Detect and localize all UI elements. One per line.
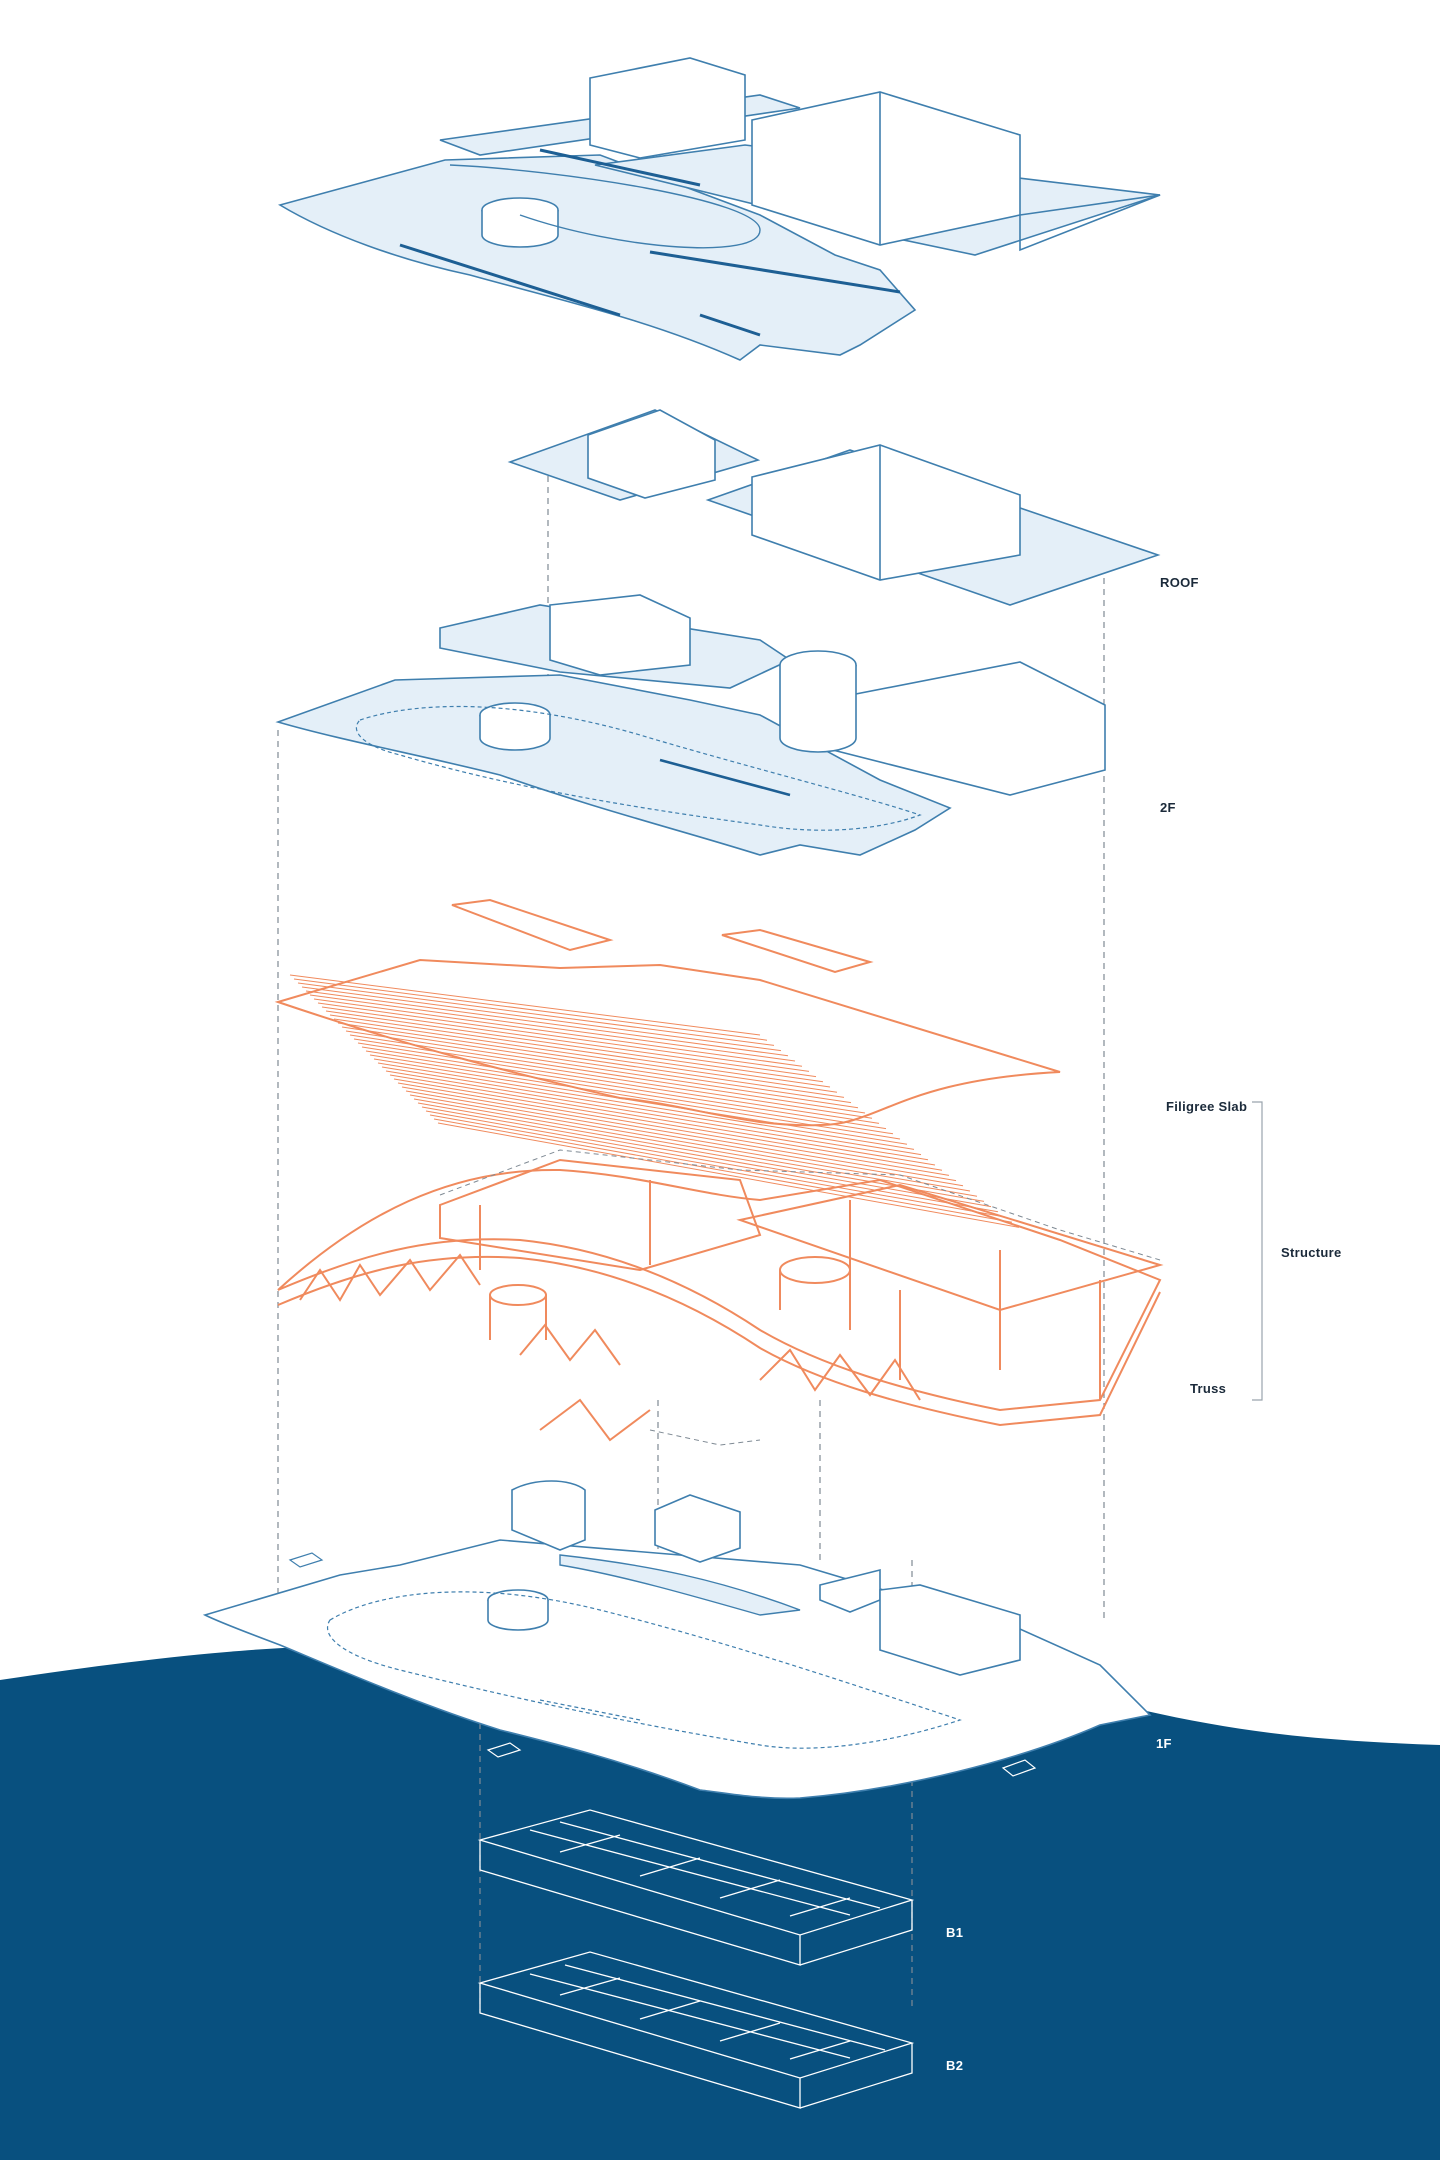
hatch-line [417, 1102, 985, 1202]
hatch-line [293, 978, 768, 1041]
label-filigree-slab: Filigree Slab [1166, 1099, 1248, 1114]
hatch-line [425, 1110, 999, 1213]
assembled-building-accents [399, 148, 901, 337]
label-structure: Structure [1281, 1245, 1342, 1260]
assembled-cylinder [481, 197, 559, 248]
car-icon [288, 1552, 324, 1568]
hatch-line [333, 1018, 838, 1093]
basement-b2-layer [477, 1951, 915, 2109]
hatch-line [409, 1094, 971, 1192]
hatch-line [353, 1038, 873, 1119]
hatch-line [397, 1082, 950, 1176]
hatch-line [433, 1118, 1013, 1223]
hatch-line [393, 1078, 943, 1171]
label-b2: B2 [946, 2058, 964, 2073]
hatch-line [325, 1010, 824, 1083]
second-floor-stripe [659, 758, 791, 797]
assembled-ramp [449, 164, 761, 249]
hatch-line [385, 1070, 929, 1161]
first-floor-track [326, 1591, 962, 1749]
hatch-line [341, 1026, 852, 1104]
label-b1: B1 [946, 1925, 964, 1940]
hatch-line [349, 1034, 866, 1114]
hatch-line [357, 1042, 880, 1124]
hatch-line [401, 1086, 957, 1182]
car-icon [1001, 1759, 1037, 1777]
hatch-line [321, 1006, 817, 1078]
hatch-line [309, 994, 796, 1062]
hatch-line [429, 1114, 1006, 1218]
roof-layer [507, 409, 1161, 606]
assembled-building [277, 57, 1161, 361]
label-1f: 1F [1156, 1736, 1172, 1751]
hatch-line [329, 1014, 831, 1088]
hatch-line [413, 1098, 978, 1197]
second-floor-layer [275, 594, 1106, 856]
basement-b1-layer [477, 1809, 915, 1966]
hatch-line [313, 998, 803, 1067]
label-2f: 2F [1160, 800, 1176, 815]
hatch-line [345, 1030, 859, 1109]
label-roof: ROOF [1160, 575, 1199, 590]
ground-plane [0, 1646, 1440, 2160]
first-floor-slope [559, 1554, 801, 1616]
car-icon [486, 1742, 522, 1758]
second-floor-track [355, 705, 922, 831]
hatch-line [317, 1002, 810, 1072]
hatch-line [377, 1062, 915, 1150]
hatch-line [421, 1106, 992, 1208]
hatch-line [373, 1058, 908, 1145]
hatch-line [437, 1122, 1020, 1228]
hatch-line [301, 986, 782, 1052]
structure-bracket [1252, 1101, 1263, 1401]
hatch-line [361, 1046, 887, 1130]
hatch-line [381, 1066, 922, 1156]
label-truss: Truss [1190, 1381, 1227, 1396]
hatch-line [389, 1074, 936, 1166]
hatch-line [297, 982, 775, 1046]
truss-layer [277, 1158, 1164, 1442]
filigree-slab-hatch [289, 974, 1020, 1228]
hatch-line [289, 974, 761, 1036]
hatch-line [365, 1050, 894, 1135]
hatch-line [405, 1090, 964, 1187]
hatch-line [337, 1022, 845, 1098]
truss-hidden-outline [439, 1149, 1161, 1446]
hatch-line [305, 990, 789, 1057]
hatch-line [369, 1054, 901, 1140]
